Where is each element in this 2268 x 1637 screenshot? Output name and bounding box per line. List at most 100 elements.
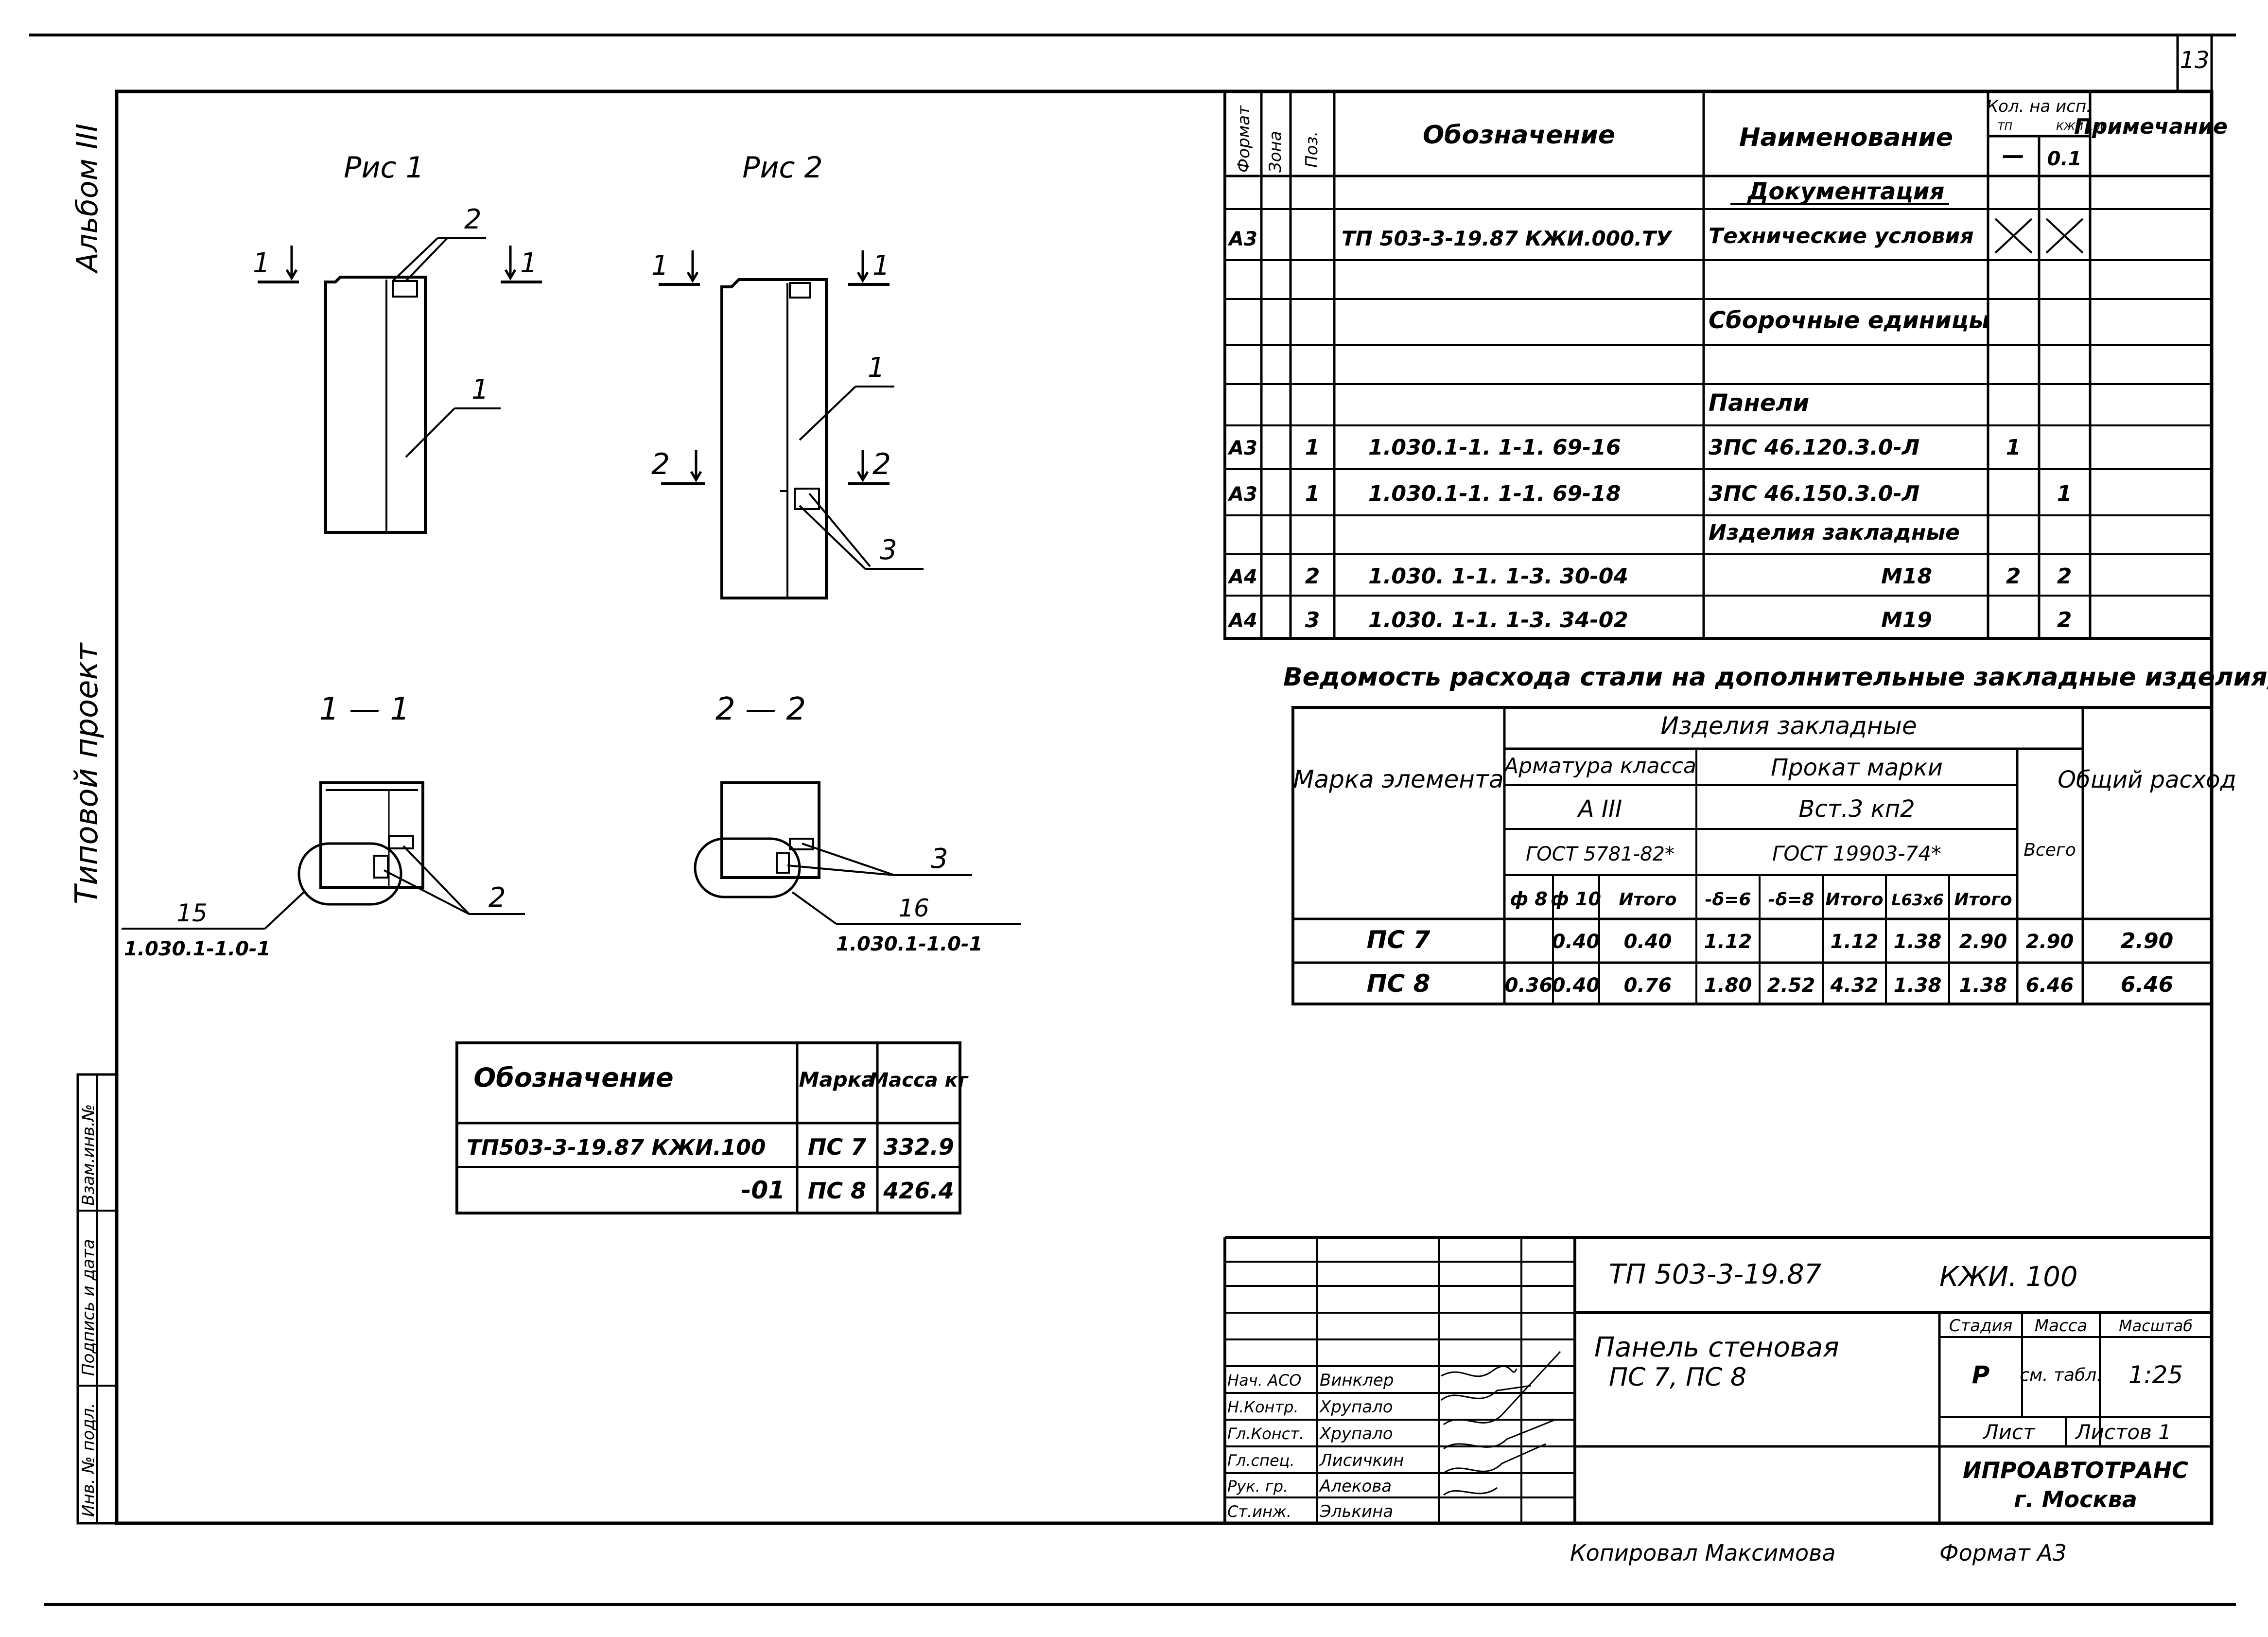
steel-sub-2: Итого <box>1619 890 1676 910</box>
steel-row-2-c2: 0.76 <box>1624 974 1672 997</box>
figure-1: Рис 1 1 1 2 1 <box>253 151 542 534</box>
figure-2: Рис 2 1 1 2 2 1 3 <box>651 151 924 599</box>
tb-name-1: Хрупало <box>1319 1397 1393 1417</box>
mark-row-2-mark: ПС 8 <box>808 1178 866 1204</box>
steel-h-overall: Общий расход <box>2058 766 2236 793</box>
tb-role-3: Гл.спец. <box>1227 1451 1295 1470</box>
steel-row-1-overall: 2.90 <box>2121 929 2174 953</box>
steel-row-2-c7: 1.38 <box>1959 974 2007 997</box>
spec-row-8-name: Изделия закладные <box>1709 520 1960 545</box>
svg-text:3: 3 <box>880 534 897 566</box>
tb-stage: Р <box>1972 1361 1990 1389</box>
spec-row-9-designation: 1.030. 1-1. 1-3. 30-04 <box>1368 564 1628 589</box>
spec-h-qty-col1: — <box>2002 142 2024 168</box>
stamp-inv: Инв. № подл. <box>79 1403 98 1517</box>
steel-row-1-c3: 1.12 <box>1704 931 1752 953</box>
steel-table <box>1291 706 2213 1005</box>
spec-h-qty: Кол. на исп. <box>1987 97 2092 116</box>
mark-row-1-mark: ПС 7 <box>808 1134 866 1160</box>
tb-sheets: Листов 1 <box>2075 1420 2171 1444</box>
steel-sub-7: Итого <box>1954 890 2012 910</box>
section1-title: 1 — 1 <box>319 691 410 727</box>
tb-h-scale: Масштаб <box>2119 1317 2193 1335</box>
spec-h-name: Наименование <box>1739 123 1953 152</box>
spec-row-10-format: А4 <box>1227 610 1257 632</box>
tb-scale: 1:25 <box>2128 1361 2183 1389</box>
spec-row-6-q1: 1 <box>2006 435 2021 460</box>
mark-table: Обозначение Марка Масса кг ТП503-3-19.87… <box>455 1041 969 1215</box>
spec-row-9-name: М18 <box>1881 564 1932 589</box>
svg-text:2: 2 <box>488 882 506 914</box>
tb-role-0: Нач. АСО <box>1227 1371 1301 1390</box>
steel-h-rolled: Прокат марки <box>1771 754 1943 781</box>
album-label: Альбом III <box>70 123 105 274</box>
svg-text:1: 1 <box>651 250 669 282</box>
mark-header-mass: Масса кг <box>869 1069 968 1091</box>
spec-table <box>1223 90 2213 640</box>
steel-row-2-total: 6.46 <box>2026 974 2074 997</box>
tb-name-2: Хрупало <box>1319 1424 1393 1443</box>
footer-copied: Копировал Максимова <box>1570 1540 1835 1566</box>
tb-h-stage: Стадия <box>1949 1316 2012 1336</box>
spec-row-1-name: Технические условия <box>1709 224 1974 248</box>
tb-name-1: Панель стеновая <box>1594 1332 1839 1363</box>
steel-h-mark: Марка элемента <box>1293 765 1503 793</box>
steel-row-2-mark: ПС 8 <box>1367 969 1431 998</box>
steel-row-2-c4: 2.52 <box>1767 974 1815 997</box>
mark-row-2-designation: -01 <box>741 1176 785 1204</box>
spec-row-10-q2: 2 <box>2057 608 2072 633</box>
spec-row-7-q2: 1 <box>2057 481 2072 506</box>
steel-h-rolled-grade: Вст.3 кп2 <box>1798 795 1915 823</box>
steel-row-1-mark: ПС 7 <box>1367 926 1431 954</box>
tb-role-5: Ст.инж. <box>1227 1502 1291 1521</box>
stamp-sign: Подпись и дата <box>79 1239 98 1376</box>
steel-title: Ведомость расхода стали на дополнительны… <box>1283 663 2268 692</box>
tb-role-4: Рук. гр. <box>1227 1477 1288 1496</box>
tb-mass: см. табл. <box>2020 1365 2102 1385</box>
svg-text:15: 15 <box>176 899 208 927</box>
spec-row-7-designation: 1.030.1-1. 1-1. 69-18 <box>1368 481 1621 506</box>
steel-row-1-c1: 0.40 <box>1552 931 1600 953</box>
steel-sub-1: ф 10 <box>1551 888 1601 910</box>
spec-h-qty-col2: 0.1 <box>2047 148 2082 170</box>
spec-row-9-format: А4 <box>1227 566 1257 588</box>
steel-h-rebar-gost: ГОСТ 5781-82* <box>1526 843 1675 865</box>
svg-text:2: 2 <box>872 447 891 481</box>
steel-sub-5: Итого <box>1825 890 1883 910</box>
spec-h-zone: Зона <box>1266 131 1285 173</box>
tb-name-4: Алекова <box>1319 1477 1392 1496</box>
tb-name-3: Лисичкин <box>1319 1451 1404 1470</box>
spec-h-designation: Обозначение <box>1423 121 1615 150</box>
spec-h-qty-sub2: КЖИ 100 <box>2056 121 2107 133</box>
svg-text:2: 2 <box>651 447 670 481</box>
tb-name-2: ПС 7, ПС 8 <box>1609 1363 1746 1392</box>
spec-row-6-name: 3ПС 46.120.3.0-Л <box>1709 435 1919 460</box>
tb-name-5: Элькина <box>1319 1502 1393 1521</box>
tb-org-2: г. Москва <box>2014 1486 2137 1513</box>
fig2-title: Рис 2 <box>742 151 822 185</box>
steel-row-2-overall: 6.46 <box>2121 972 2174 997</box>
section-2-2: 2 — 2 3 16 1.030.1-1.0-1 <box>694 691 1021 955</box>
steel-h-rebar: Арматура класса <box>1502 754 1696 778</box>
spec-h-pos: Поз. <box>1302 131 1322 168</box>
steel-sub-4: -δ=8 <box>1768 890 1814 910</box>
mark-row-2-mass: 426.4 <box>883 1178 954 1204</box>
spec-h-note: Примечание <box>2074 114 2228 139</box>
steel-sub-6: L63x6 <box>1891 891 1944 909</box>
tb-doc-mark: КЖИ. 100 <box>1939 1261 2077 1293</box>
steel-row-2-c1: 0.40 <box>1552 974 1600 997</box>
stamp-replace: Взам.инв.№ <box>79 1104 98 1206</box>
side-stamp: Инв. № подл. Подпись и дата Взам.инв.№ <box>76 1073 118 1525</box>
fig1-panel <box>324 276 427 534</box>
svg-text:1.030.1-1.0-1: 1.030.1-1.0-1 <box>124 938 270 960</box>
signatures <box>1441 1351 1561 1496</box>
mark-row-1-designation: ТП503-3-19.87 КЖИ.100 <box>467 1135 766 1160</box>
fig1-title: Рис 1 <box>344 151 424 185</box>
spec-h-format: Формат <box>1234 105 1254 173</box>
title-block <box>1223 1236 2212 1523</box>
steel-row-2-c3: 1.80 <box>1704 974 1752 997</box>
spec-row-9-q2: 2 <box>2057 564 2072 589</box>
svg-text:3: 3 <box>931 843 948 875</box>
steel-sub-3: -δ=6 <box>1705 890 1751 910</box>
